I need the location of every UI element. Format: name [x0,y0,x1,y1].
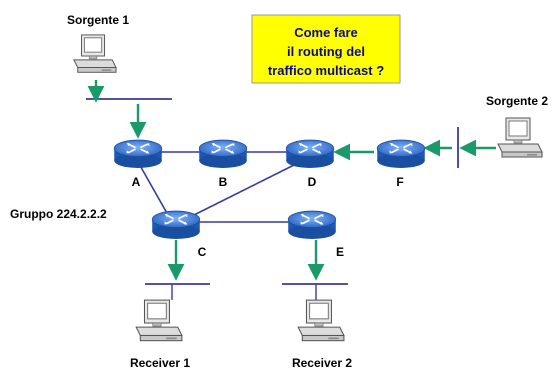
router-icon [285,139,335,169]
router-icon [287,210,337,240]
computer-icon [73,34,117,73]
router-icon [198,139,248,169]
host-drops [171,284,317,300]
source-2-label: Sorgente 2 [486,94,548,108]
source-1-label: Sorgente 1 [67,13,129,27]
router-icon [151,210,201,240]
router-b-label: B [219,175,228,189]
receiver-1-label: Receiver 1 [130,356,190,370]
router-d-label: D [308,175,317,189]
multicast-flow-arrows [87,80,496,281]
computer-icon [297,299,345,342]
computer-icon [497,117,543,158]
router-a-label: A [132,175,141,189]
question-line-3: traffico multicast ? [268,63,384,78]
router-e-label: E [336,245,344,259]
router-c-label: C [198,245,207,259]
receiver-2-label: Receiver 2 [292,356,352,370]
router-icon [113,139,163,169]
question-box: Come fare il routing del traffico multic… [251,14,401,84]
router-icon [376,139,426,169]
router-f-label: F [396,175,403,189]
question-line-1: Come fare [294,25,358,40]
link-d-c [193,161,301,216]
computer-icon [135,299,183,342]
lan-segments [86,98,459,285]
question-line-2: il routing del [287,44,365,59]
group-label: Gruppo 224.2.2.2 [10,207,107,221]
